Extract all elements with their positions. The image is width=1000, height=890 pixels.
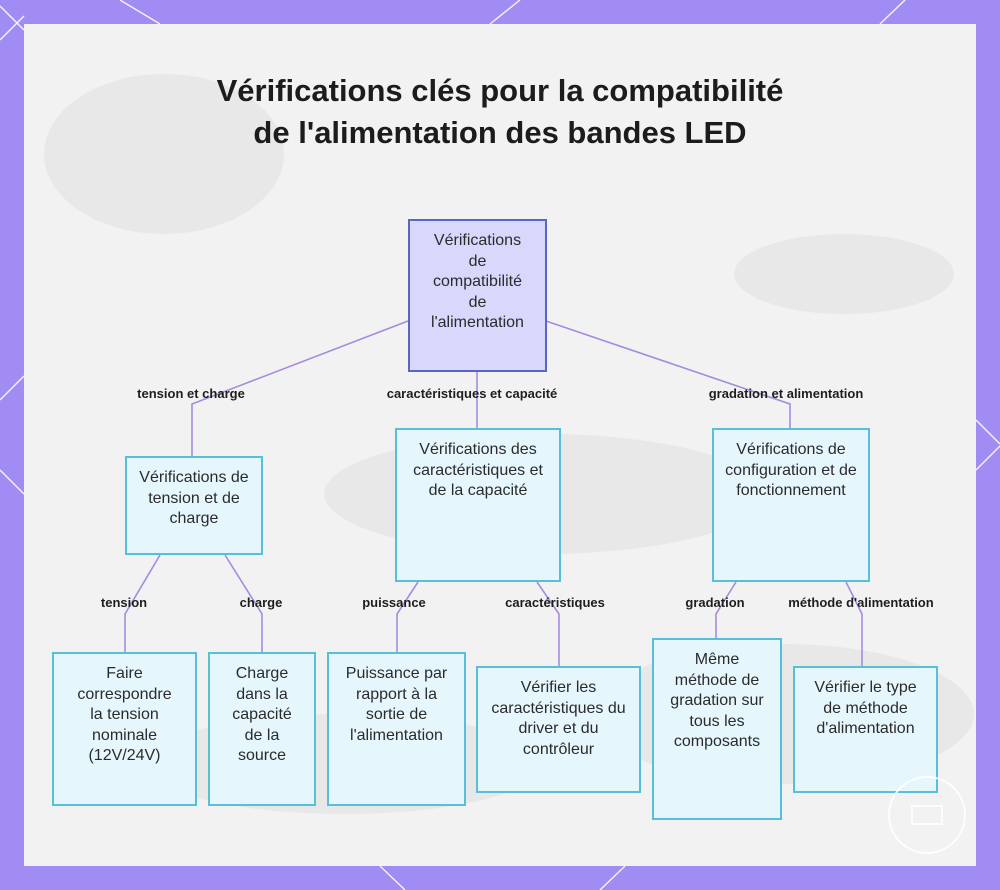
leaf-node-1: Faire correspondre la tension nominale (… (52, 652, 197, 806)
edge-label-group-2-child-2: caractéristiques (505, 595, 605, 610)
edge-label-group-3-child-2: méthode d'alimentation (788, 595, 934, 610)
edge-group-3-to-child-2 (845, 581, 863, 666)
group-node-3-label: Vérifications de configuration et de fon… (725, 441, 857, 499)
diagram-panel: Vérifications clés pour la compatibilité… (24, 24, 976, 866)
leaf-node-4: Vérifier les caractéristiques du driver … (476, 666, 641, 793)
leaf-node-3: Puissance par rapport à la sortie de l'a… (327, 652, 466, 806)
edge-label-group-1-child-2: charge (239, 595, 283, 610)
watermark-logo-icon (888, 776, 966, 854)
edge-group-1-to-child-1 (124, 554, 161, 652)
edge-group-1-to-child-2 (224, 554, 263, 652)
leaf-node-3-label: Puissance par rapport à la sortie de l'a… (345, 665, 448, 744)
connector-lines (124, 320, 863, 666)
group-node-1: Vérifications de tension et de charge (125, 456, 263, 555)
edge-group-2-to-child-2 (536, 581, 560, 666)
root-node: Vérifications de compatibilité de l'alim… (408, 219, 547, 372)
edge-group-3-to-child-1 (715, 581, 737, 638)
edge-root-to-group-1 (191, 320, 409, 456)
edge-group-2-to-child-1 (396, 581, 419, 652)
group-node-2: Vérifications des caractéristiques et de… (395, 428, 561, 582)
edge-label-group-2: caractéristiques et capacité (386, 386, 558, 401)
edge-label-group-3: gradation et alimentation (708, 386, 864, 401)
group-node-2-label: Vérifications des caractéristiques et de… (413, 441, 543, 499)
leaf-node-5-label: Même méthode de gradation sur tous les c… (670, 651, 764, 750)
edge-label-group-1: tension et charge (137, 386, 245, 401)
root-node-label: Vérifications de compatibilité de l'alim… (431, 232, 524, 331)
edge-label-group-1-child-1: tension (100, 595, 148, 610)
diagram-title: Vérifications clés pour la compatibilité… (216, 73, 784, 150)
leaf-node-5: Même méthode de gradation sur tous les c… (652, 638, 782, 820)
group-node-3: Vérifications de configuration et de fon… (712, 428, 870, 582)
leaf-node-6: Vérifier le type de méthode d'alimentati… (793, 666, 938, 793)
leaf-node-2-label: Charge dans la capacité de la source (232, 665, 292, 764)
edge-root-to-group-3 (545, 320, 791, 428)
edge-label-group-2-child-1: puissance (362, 595, 426, 610)
leaf-node-2: Charge dans la capacité de la source (208, 652, 316, 806)
edge-label-group-3-child-1: gradation (685, 595, 745, 610)
leaf-node-1-label: Faire correspondre la tension nominale (… (77, 665, 172, 764)
leaf-node-4-label: Vérifier les caractéristiques du driver … (491, 679, 626, 758)
group-node-1-label: Vérifications de tension et de charge (139, 469, 249, 527)
leaf-node-6-label: Vérifier le type de méthode d'alimentati… (814, 679, 917, 737)
